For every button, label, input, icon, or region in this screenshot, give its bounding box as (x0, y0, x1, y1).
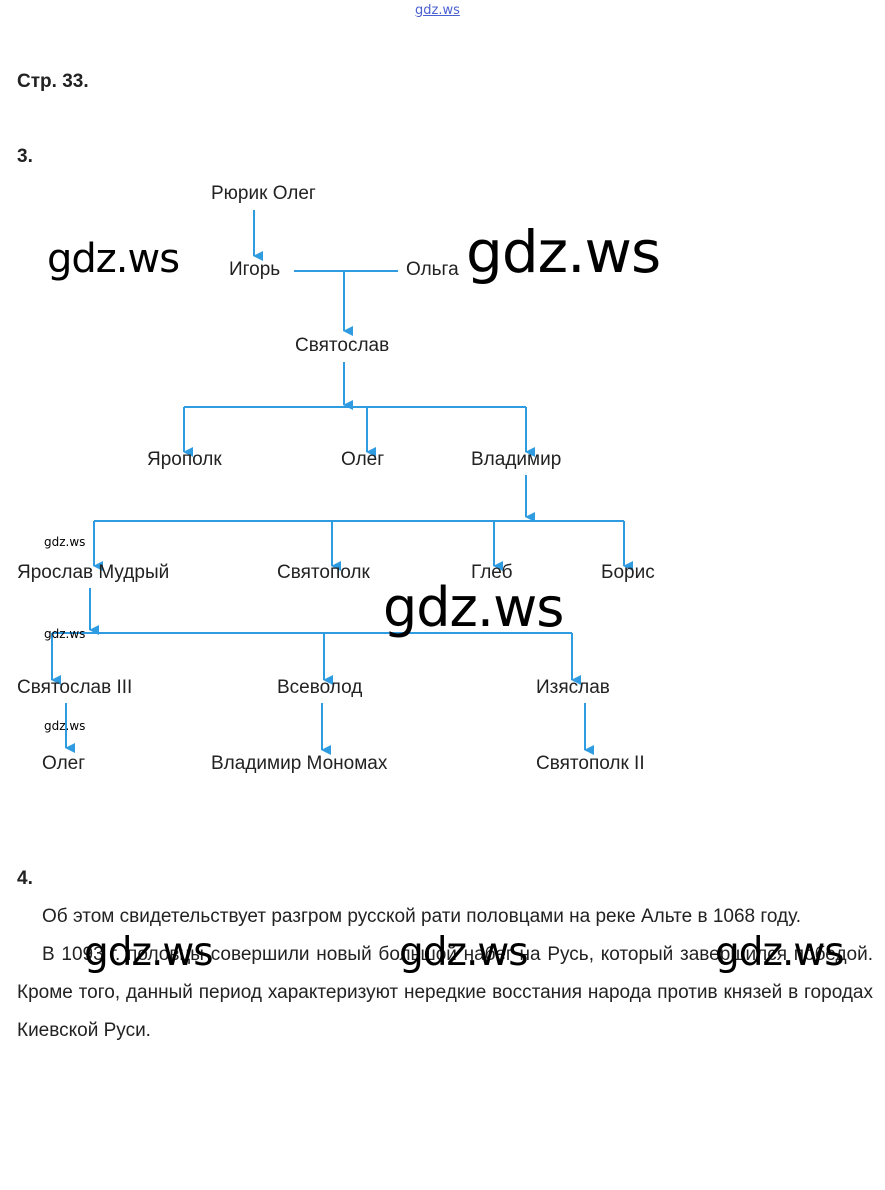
node-svyatopolk: Святополк (277, 562, 370, 583)
node-vladimir: Владимир (471, 449, 562, 470)
node-svyatopolk-2: Святополк II (536, 753, 645, 774)
page-heading: Стр. 33. (17, 71, 89, 92)
watermark: gdz.ws (44, 535, 86, 549)
node-olga: Ольга (406, 259, 459, 280)
node-boris: Борис (601, 562, 655, 583)
watermark: gdz.ws (399, 930, 529, 975)
node-oleg-2: Олег (42, 753, 86, 774)
node-monomakh: Владимир Мономах (211, 753, 388, 774)
task-4-answer: Об этом свидетельствует разгром русской … (17, 898, 873, 1050)
paragraph: В 1093 г. половцы совершили новый большо… (17, 944, 873, 1041)
watermark: gdz.ws (44, 627, 86, 641)
paragraph: Об этом свидетельствует разгром русской … (42, 906, 802, 927)
watermark: gdz.ws (383, 576, 564, 639)
watermark: gdz.ws (715, 930, 845, 975)
node-rurik-oleg: Рюрик Олег (211, 183, 316, 204)
node-igor: Игорь (229, 259, 281, 280)
node-svyatoslav: Святослав (295, 335, 390, 356)
watermark-link[interactable]: gdz.ws (415, 3, 460, 18)
watermark: gdz.ws (44, 719, 86, 733)
node-yaropolk: Ярополк (147, 449, 222, 470)
watermark: gdz.ws (47, 236, 180, 282)
watermark: gdz.ws (84, 930, 214, 975)
node-svyatoslav-3: Святослав III (17, 677, 133, 698)
task-3-number: 3. (17, 146, 33, 167)
watermark: gdz.ws (466, 218, 661, 286)
node-gleb: Глеб (471, 562, 513, 583)
node-vsevolod: Всеволод (277, 677, 363, 698)
task-4-number: 4. (17, 868, 33, 889)
node-oleg: Олег (341, 449, 385, 470)
node-yaroslav: Ярослав Мудрый (17, 562, 170, 583)
node-izyaslav: Изяслав (536, 677, 610, 698)
family-tree-connectors (51, 210, 633, 755)
